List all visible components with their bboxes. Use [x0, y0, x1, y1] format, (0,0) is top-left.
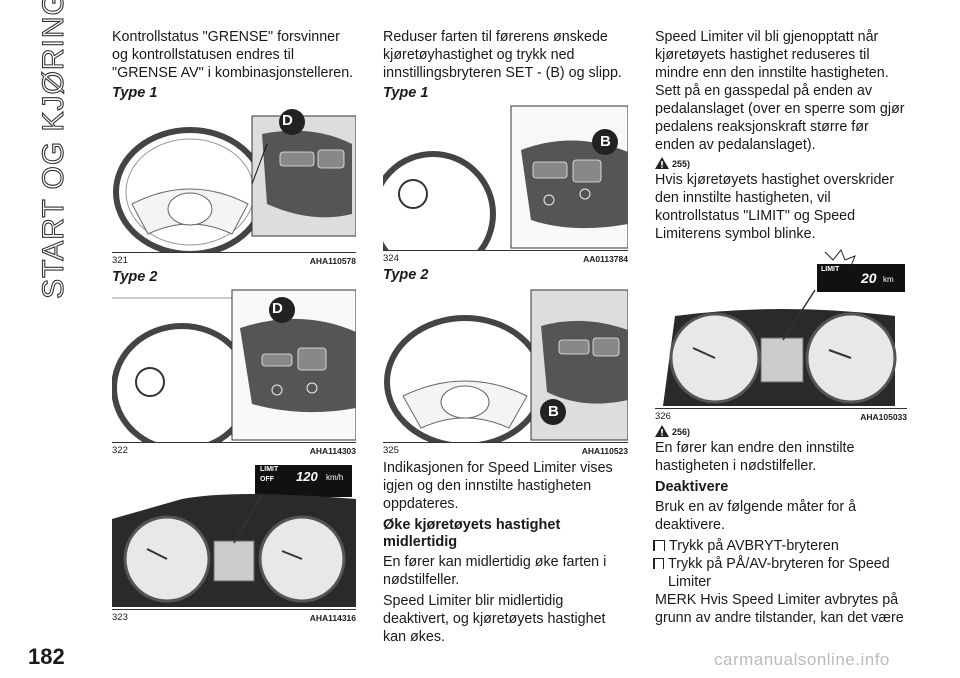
paragraph: Hvis kjøretøyets hastighet overskrider d… — [655, 172, 895, 242]
speed-unit: km — [883, 275, 894, 284]
section-heading: Deaktivere — [655, 479, 729, 495]
column-1: Kontrollstatus "GRENSE" forsvinner og ko… — [112, 28, 356, 626]
list-item: Trykk på AVBRYT-bryteren — [653, 537, 907, 555]
off-label: OFF — [260, 476, 274, 483]
set-speed: 120 — [296, 469, 318, 484]
limit-label: LIMIT — [821, 266, 840, 273]
column-2: Reduser farten til førerens ønskede kjør… — [383, 28, 628, 649]
paragraph: En fører kan endre den innstilte hastigh… — [655, 440, 855, 474]
section-side-title: START OG KJØRING — [36, 0, 70, 299]
paragraph: En fører kan midlertidig øke farten i nø… — [383, 554, 607, 588]
limit-label: LIMIT — [260, 466, 279, 473]
paragraph: Bruk en av følgende måter for å deaktive… — [655, 499, 857, 533]
list-item: Trykk på PÅ/AV-bryteren for Speed Limite… — [652, 555, 907, 591]
paragraph: Kontrollstatus "GRENSE" forsvinner og ko… — [112, 29, 354, 81]
paragraph: MERK Hvis Speed Limiter avbrytes på grun… — [655, 592, 904, 626]
figure-324: B — [383, 104, 628, 251]
speed-unit: km/h — [326, 473, 344, 482]
figure-325: B — [383, 286, 628, 443]
paragraph: Speed Limiter vil bli gjenopptatt når kj… — [655, 29, 905, 153]
figure-323: LIMIT OFF 120 km/h — [112, 459, 356, 610]
type-heading: Type 1 — [112, 85, 158, 101]
set-speed: 20 — [861, 270, 877, 286]
callout-badge: D — [272, 300, 283, 317]
paragraph: Indikasjonen for Speed Limiter vises igj… — [383, 460, 613, 512]
paragraph: Speed Limiter blir midlertidig deaktiver… — [383, 593, 606, 645]
section-heading: Øke kjøretøyets hastighet midlertidig — [383, 517, 561, 550]
figure-322: D — [112, 288, 356, 443]
column-3: Speed Limiter vil bli gjenopptatt når kj… — [652, 28, 907, 630]
callout-badge: D — [282, 112, 293, 129]
paragraph: Reduser farten til førerens ønskede kjør… — [383, 29, 622, 81]
figure-326: LIMIT 20 km — [655, 246, 907, 409]
callout-badge: B — [600, 133, 611, 150]
warning-icon — [655, 157, 669, 169]
type-heading: Type 2 — [112, 269, 158, 285]
figure-321: D — [112, 104, 356, 253]
type-heading: Type 1 — [383, 85, 429, 101]
bullet-icon — [653, 539, 665, 551]
callout-badge: B — [548, 403, 559, 420]
page-number: 182 — [28, 644, 65, 669]
type-heading: Type 2 — [383, 267, 429, 283]
watermark: carmanualsonline.info — [714, 650, 890, 669]
warning-ref: 256) — [655, 425, 907, 437]
bullet-icon — [652, 557, 665, 569]
warning-ref: 255) — [655, 157, 907, 169]
warning-icon — [655, 425, 669, 437]
